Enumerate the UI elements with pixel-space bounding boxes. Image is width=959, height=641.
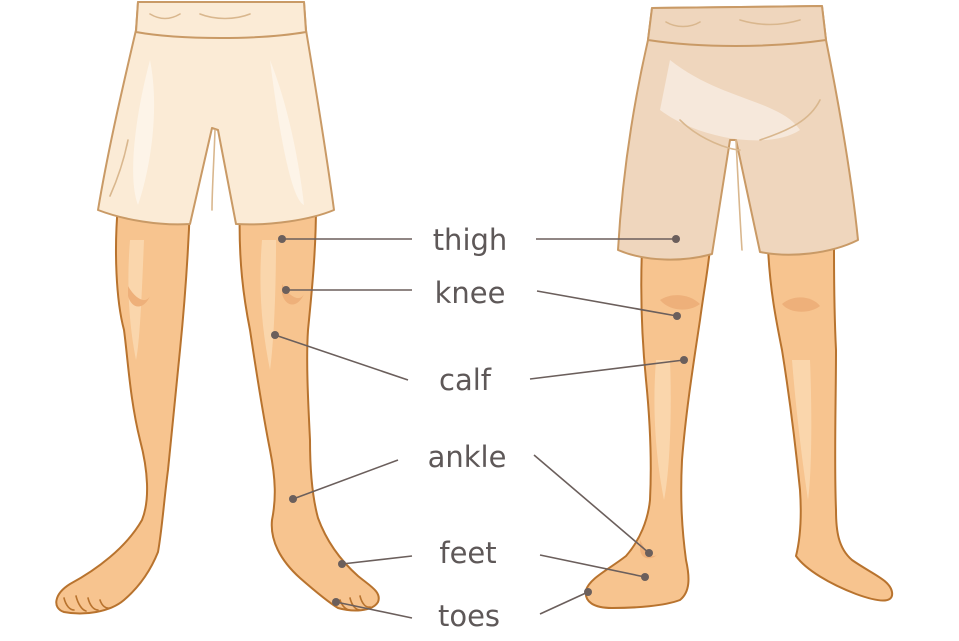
front-view-figure: [55, 1, 380, 615]
leader-lines: [271, 235, 688, 619]
back-right-leg: [767, 247, 894, 602]
label-feet: feet: [439, 536, 496, 570]
back-left-leg: [584, 247, 711, 609]
label-thigh: thigh: [433, 223, 508, 257]
front-shorts: [97, 1, 335, 226]
back-shorts: [617, 5, 859, 261]
label-ankle: ankle: [428, 440, 507, 474]
label-calf: calf: [439, 363, 492, 397]
back-view-figure: [584, 5, 894, 609]
front-right-leg: [238, 204, 380, 612]
labels: thigh knee calf ankle feet toes: [428, 223, 508, 633]
label-toes: toes: [438, 599, 500, 633]
front-left-leg: [55, 204, 191, 615]
label-knee: knee: [435, 276, 506, 310]
